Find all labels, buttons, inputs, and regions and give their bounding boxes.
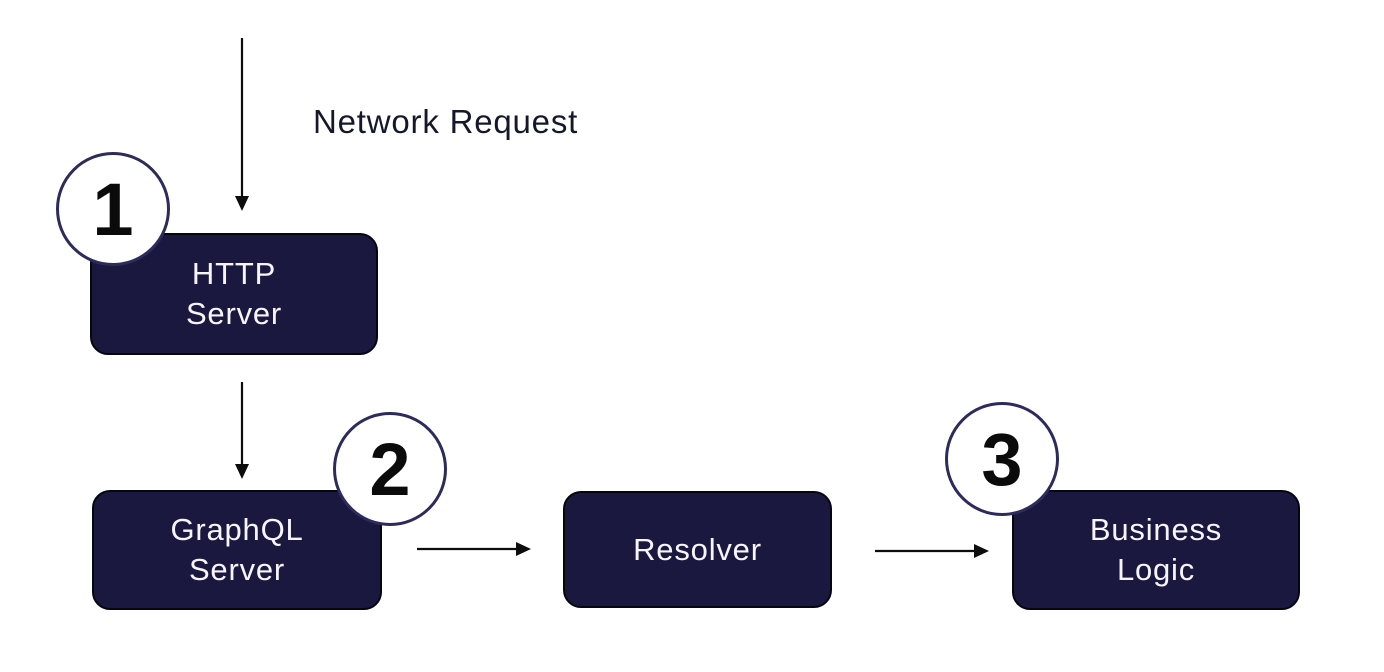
- node-http-server: HTTP Server: [90, 233, 378, 355]
- step-badge-1-number: 1: [92, 167, 134, 251]
- arrow-graphql-server-to-resolver: [417, 542, 531, 556]
- step-badge-3-number: 3: [981, 417, 1023, 501]
- arrow-http-server-to-graphql-server: [235, 382, 249, 479]
- node-graphql-server: GraphQL Server: [92, 490, 382, 610]
- node-http-server-label-line2: Server: [185, 296, 283, 331]
- step-badge-3: 3: [945, 402, 1059, 516]
- arrowhead: [235, 196, 249, 211]
- node-graphql-server-label-line1: GraphQL: [170, 512, 304, 547]
- arrowhead: [516, 542, 531, 556]
- node-business-logic-label-line2: Logic: [1116, 552, 1196, 587]
- arrow-resolver-to-business-logic: [875, 544, 989, 558]
- network-request-label: Network Request: [313, 103, 579, 140]
- arrowhead: [974, 544, 989, 558]
- node-http-server-label-line1: HTTP: [191, 256, 277, 291]
- node-graphql-server-label-line2: Server: [188, 552, 286, 587]
- arrowhead: [235, 464, 249, 479]
- step-badge-1: 1: [56, 152, 170, 266]
- node-resolver-label: Resolver: [633, 531, 762, 567]
- node-business-logic: Business Logic: [1012, 490, 1300, 610]
- step-badge-2: 2: [333, 412, 447, 526]
- node-business-logic-label-line1: Business: [1089, 512, 1223, 547]
- arrow-network-request-to-http-server: [235, 38, 249, 211]
- node-resolver: Resolver: [563, 491, 832, 608]
- step-badge-2-number: 2: [369, 427, 411, 511]
